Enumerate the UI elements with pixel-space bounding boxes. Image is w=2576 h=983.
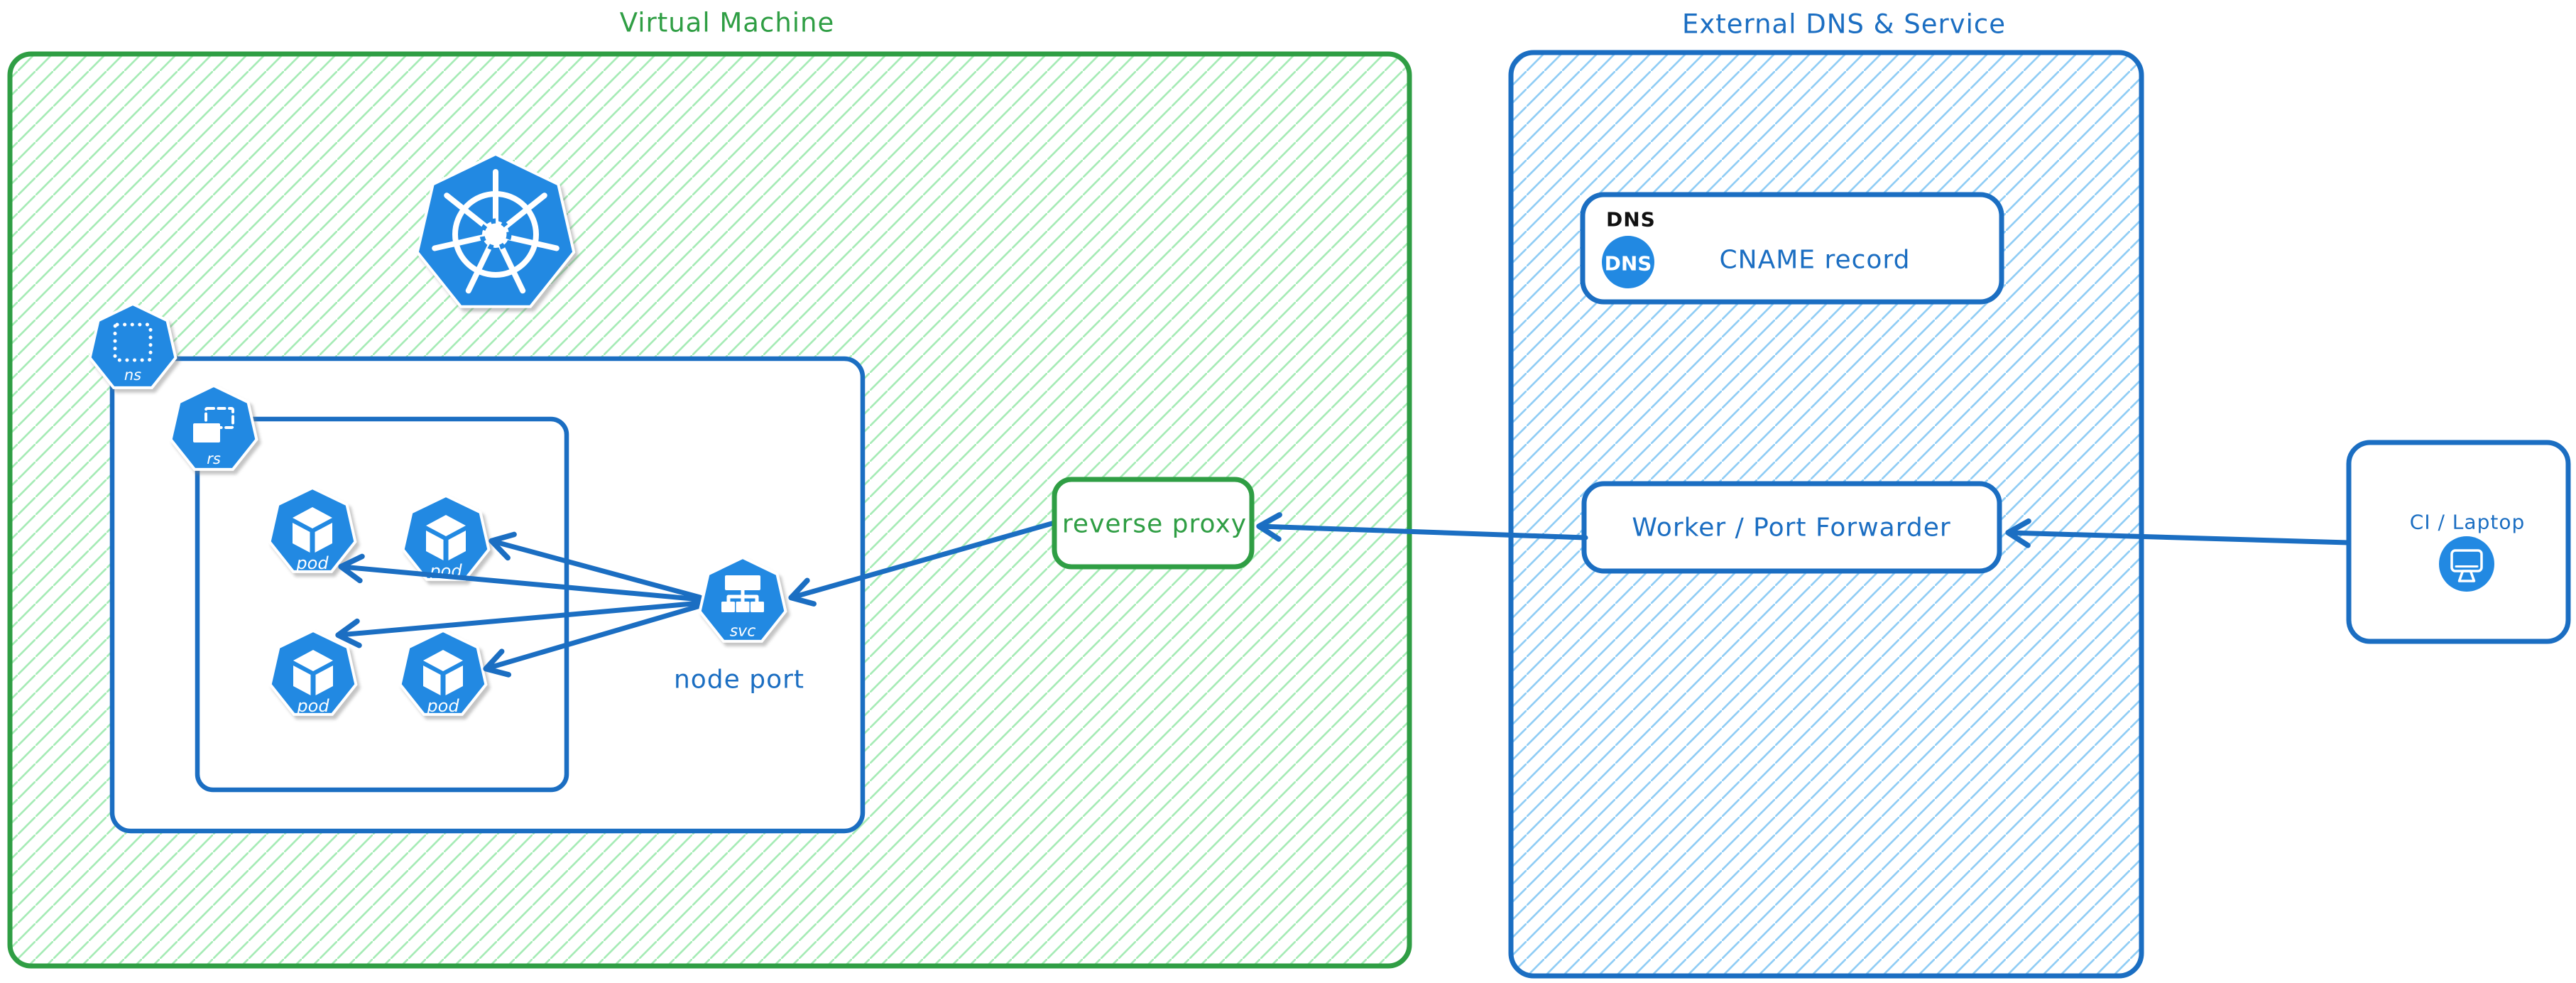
- ci-card: CI / Laptop: [2346, 440, 2571, 644]
- monitor-circle: [2439, 536, 2494, 592]
- kubernetes-wheel-spokes: [432, 169, 560, 294]
- monitor-icon: [2439, 536, 2494, 592]
- node-port-caption: node port: [674, 666, 804, 695]
- namespace-icon-label: ns: [124, 366, 141, 384]
- monitor-stand: [2457, 570, 2476, 582]
- service-icon: svc: [698, 556, 787, 643]
- worker-card: Worker / Port Forwarder: [1581, 481, 2002, 574]
- arrow-svc-to-pod-3: [335, 600, 703, 648]
- dns-card: DNS DNS CNAME record: [1580, 192, 2004, 305]
- service-icon-label: svc: [730, 623, 756, 641]
- reverse-proxy-node: reverse proxy: [1052, 477, 1255, 570]
- service-tree-icon: [721, 575, 764, 612]
- pod-cube-icon: [423, 650, 463, 695]
- flow-arrows: [1256, 512, 2352, 548]
- dns-circle-icon: DNS: [1602, 236, 1654, 288]
- dns-badge-circle: [1602, 236, 1654, 288]
- pod-icon-4: pod: [398, 629, 488, 716]
- vm-region: Virtual Machine ns: [7, 8, 1412, 969]
- reverse-proxy-box: [1052, 477, 1255, 570]
- arrow-ci-to-worker: [2005, 518, 2352, 548]
- pod-label: pod: [426, 696, 459, 716]
- worker-card-label: Worker / Port Forwarder: [1632, 514, 1950, 543]
- arrow-svc-to-pod-2: [489, 531, 703, 600]
- external-region-title: External DNS & Service: [1682, 9, 2006, 40]
- dns-badge-label: DNS: [1605, 252, 1652, 276]
- replicaset-box: [195, 416, 569, 793]
- pod-cube-icon: [293, 650, 333, 695]
- pod-label: pod: [296, 696, 329, 716]
- kubernetes-icon: [415, 153, 576, 308]
- dns-corner-label: DNS: [1606, 208, 1656, 232]
- pod-icon-3: pod: [268, 629, 358, 716]
- cname-record-label: CNAME record: [1720, 246, 1911, 275]
- replicaset-solid-rect: [193, 423, 220, 442]
- namespace-icon: ns: [88, 303, 178, 389]
- ci-card-label: CI / Laptop: [2410, 511, 2525, 534]
- pod-label: pod: [295, 553, 329, 573]
- service-to-pod-arrows: [335, 531, 703, 678]
- namespace-dotted-square: [113, 322, 153, 362]
- arrow-reverse-proxy-to-service: [788, 520, 1057, 607]
- vm-region-title: Virtual Machine: [620, 8, 835, 38]
- kubernetes-hub: [482, 221, 509, 248]
- arrow-svc-to-pod-1: [338, 553, 703, 602]
- external-region: External DNS & Service DNS DNS CNAME rec…: [1508, 9, 2144, 979]
- kubernetes-hub-notches: [479, 218, 512, 251]
- replicaset-icon-label: rs: [207, 450, 221, 467]
- worker-card-box: [1581, 481, 2002, 574]
- arrow-worker-to-reverse-proxy: [1256, 512, 1588, 542]
- reverse-proxy-label: reverse proxy: [1062, 510, 1247, 539]
- replicaset-icon: rs: [169, 384, 258, 471]
- dns-card-box: [1580, 192, 2004, 305]
- arrow-svc-to-pod-4: [483, 603, 703, 678]
- pod-icon-1: pod: [268, 487, 357, 573]
- pod-cube-icon: [293, 507, 332, 553]
- pod-cube-icon: [426, 515, 466, 560]
